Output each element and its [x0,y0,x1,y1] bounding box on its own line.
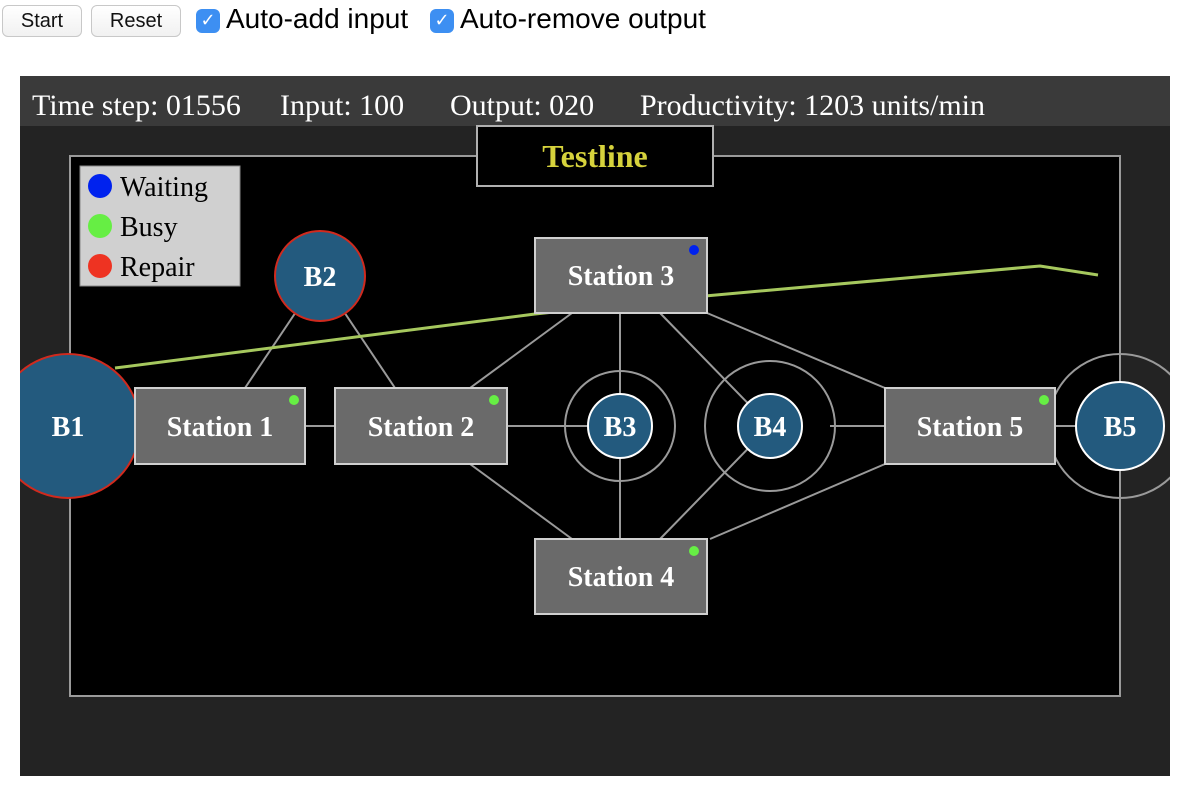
status-bar [20,76,1170,126]
buffer-label: B1 [52,412,85,443]
legend-busy: Busy [120,212,178,243]
station-label: Station 5 [917,412,1024,443]
station-label: Station 2 [368,412,475,443]
output-count-text: Output: 020 [450,89,594,122]
station-4[interactable]: Station 4 [534,538,708,615]
busy-swatch [88,214,112,238]
reset-button[interactable]: Reset [91,5,181,37]
station-label: Station 4 [568,562,675,593]
buffer-label: B5 [1104,412,1137,443]
legend: Waiting Busy Repair [79,165,241,287]
station-5[interactable]: Station 5 [884,387,1056,465]
status-indicator-busy [489,395,499,405]
line-title-box: Testline [476,125,714,187]
status-indicator-waiting [689,245,699,255]
status-indicator-busy [289,395,299,405]
station-label: Station 1 [167,412,274,443]
station-3[interactable]: Station 3 [534,237,708,314]
buffer-b1[interactable]: B1 [20,353,141,499]
station-label: Station 3 [568,261,675,292]
buffer-label: B4 [754,412,787,443]
buffer-b5[interactable]: B5 [1075,381,1165,471]
auto-remove-checkbox[interactable]: ✓ [430,9,454,33]
status-indicator-busy [689,546,699,556]
buffer-label: B3 [604,412,637,443]
auto-add-checkbox[interactable]: ✓ [196,9,220,33]
buffer-b3[interactable]: B3 [587,393,653,459]
legend-waiting: Waiting [120,172,208,203]
status-indicator-busy [1039,395,1049,405]
buffer-b4[interactable]: B4 [737,393,803,459]
waiting-swatch [88,174,112,198]
line-title: Testline [542,138,648,174]
toolbar: Start Reset ✓ Auto-add input ✓ Auto-remo… [0,0,1200,44]
start-button[interactable]: Start [2,5,82,37]
station-2[interactable]: Station 2 [334,387,508,465]
legend-repair: Repair [120,252,195,283]
station-1[interactable]: Station 1 [134,387,306,465]
auto-remove-label: Auto-remove output [460,3,706,34]
auto-add-label: Auto-add input [226,3,409,34]
buffer-label: B2 [304,262,337,293]
productivity-text: Productivity: 1203 units/min [640,89,985,122]
simulation-canvas: Time step: 01556 Input: 100 Output: 020 … [20,76,1170,776]
repair-swatch [88,254,112,278]
buffer-b2[interactable]: B2 [274,230,366,322]
time-step-text: Time step: 01556 [32,89,241,122]
input-count-text: Input: 100 [280,89,404,122]
